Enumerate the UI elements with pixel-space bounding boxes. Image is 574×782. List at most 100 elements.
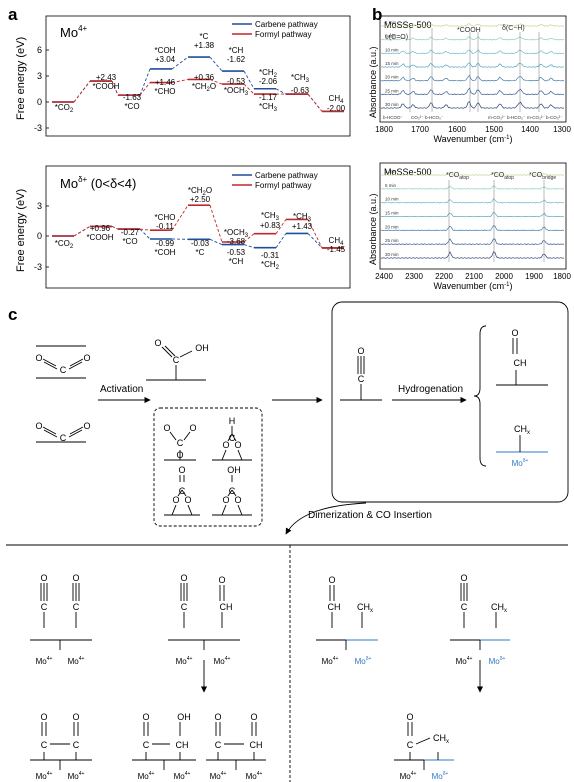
atom-label: CHx xyxy=(433,733,449,745)
panel-label-a: a xyxy=(8,5,18,24)
formyl-connector xyxy=(209,205,223,243)
mo4-label: Mo4+ xyxy=(138,771,155,781)
atom-label: O xyxy=(328,575,335,585)
atom-label: C xyxy=(60,433,67,443)
atom-label: O xyxy=(40,573,47,583)
x-tick: 1900 xyxy=(525,272,543,281)
x-tick: 2300 xyxy=(405,272,423,281)
adsorbed-species xyxy=(164,426,252,516)
y-tick: 6 xyxy=(37,45,42,55)
x-tick: 2400 xyxy=(375,272,393,281)
carbene-connector xyxy=(209,238,223,246)
energy-label: *CH2 xyxy=(259,68,278,79)
energy-label: -0.53 xyxy=(227,248,246,257)
panel-label-b: b xyxy=(372,5,382,24)
x-tick: 1800 xyxy=(375,125,393,134)
spectrum-line xyxy=(381,251,565,259)
time-label: 20 min xyxy=(385,224,399,229)
energy-label: -0.27 xyxy=(121,228,140,237)
energy-label: *CO xyxy=(124,102,139,111)
annotation: δ(C−H) xyxy=(502,25,525,32)
x-tick: 2000 xyxy=(495,272,513,281)
step-label-activation: Activation xyxy=(100,384,143,395)
mo4-label: Mo4+ xyxy=(176,656,193,666)
y-axis-label: Free energy (eV) xyxy=(15,37,27,120)
x-axis-label: Wavenumber (cm-1) xyxy=(433,134,512,144)
c2-products xyxy=(30,722,266,770)
time-label: 5 min xyxy=(385,183,397,188)
formyl-connector xyxy=(139,228,151,231)
atom-label: O xyxy=(83,353,90,363)
time-label: 15 min xyxy=(385,211,399,216)
energy-label: -0.63 xyxy=(291,86,310,95)
atom-label: O xyxy=(189,423,196,433)
energy-label: *CO2 xyxy=(55,239,74,250)
time-label: 20 min xyxy=(385,75,399,80)
energy-label: CH4 xyxy=(329,94,345,105)
energy-label: -0.99 xyxy=(156,239,175,248)
spectrum-line xyxy=(380,74,565,82)
atom-label: CH xyxy=(250,740,263,750)
cho-adsorbed xyxy=(496,338,548,386)
co2-molecule xyxy=(36,345,86,379)
legend-formyl: Formyl pathway xyxy=(255,30,311,39)
atom-label: CH xyxy=(176,740,189,750)
atom-label: CHx xyxy=(491,602,507,614)
energy-label: +0.36 xyxy=(194,73,215,82)
spectrum-line xyxy=(380,184,565,190)
mo4-label: Mo4+ xyxy=(214,656,231,666)
atom-label: O xyxy=(460,573,467,583)
energy-label: -1.45 xyxy=(327,245,346,254)
c2-product-mixed xyxy=(394,722,454,770)
energy-label: -3.68 xyxy=(227,237,246,246)
atom-label: C xyxy=(358,374,365,384)
atom-label: CHx xyxy=(514,424,530,436)
time-label: 30 min xyxy=(385,102,399,107)
spectrum-title: MoSSe-500 xyxy=(384,167,432,177)
formyl-connector xyxy=(275,219,287,234)
mo4-label: Mo4+ xyxy=(322,656,339,666)
y-tick: 3 xyxy=(37,201,42,211)
atom-label: H xyxy=(229,416,236,426)
energy-label: -0.11 xyxy=(156,222,174,231)
energy-label: *CH xyxy=(229,257,244,266)
band-label: b-CO₃²⁻ xyxy=(546,115,563,120)
formyl-connector xyxy=(139,82,151,96)
x-tick: 1300 xyxy=(553,125,571,134)
atom-label: CH xyxy=(328,602,341,612)
mo4-label: Mo4+ xyxy=(174,771,191,781)
formyl-connector xyxy=(73,80,91,103)
time-label: 10 min xyxy=(385,47,399,52)
atom-label: O xyxy=(83,421,90,431)
x-tick: 1700 xyxy=(411,125,429,134)
x-tick: 2200 xyxy=(435,272,453,281)
atom-label: O xyxy=(222,440,229,450)
spectrum-line xyxy=(380,172,565,176)
time-label: 25 min xyxy=(385,238,399,243)
formyl-connector xyxy=(73,226,91,237)
atom-label: C xyxy=(181,602,188,612)
energy-label: -2.00 xyxy=(327,104,346,113)
formyl-connector xyxy=(307,93,323,112)
energy-label: +2.43 xyxy=(96,73,117,82)
atom-label: C xyxy=(229,486,236,496)
energy-label: -0.03 xyxy=(191,239,210,248)
co-cho-pair xyxy=(168,583,240,650)
energy-label: *COH xyxy=(155,248,176,257)
formyl-connector xyxy=(171,79,189,84)
mo4-label: Mo4+ xyxy=(400,771,417,781)
energy-label: *COOH xyxy=(86,233,113,242)
spectrum-line xyxy=(380,211,565,218)
spectrum-title: MoSSe-500 xyxy=(384,20,432,30)
carbene-connector xyxy=(307,233,323,249)
carbene-connector xyxy=(243,244,255,249)
energy-label: *CH2O xyxy=(188,186,212,197)
energy-label: +0.83 xyxy=(260,221,281,230)
cho-chx-pair xyxy=(316,585,378,650)
time-label: 25 min xyxy=(385,88,399,93)
dimerization-arrow xyxy=(285,502,367,535)
mo-delta-label: Moδ+ xyxy=(489,656,506,666)
mo4-label: Mo4+ xyxy=(36,656,53,666)
legend-carbene: Carbene pathway xyxy=(255,171,318,180)
mo4-label: Mo4+ xyxy=(68,771,85,781)
